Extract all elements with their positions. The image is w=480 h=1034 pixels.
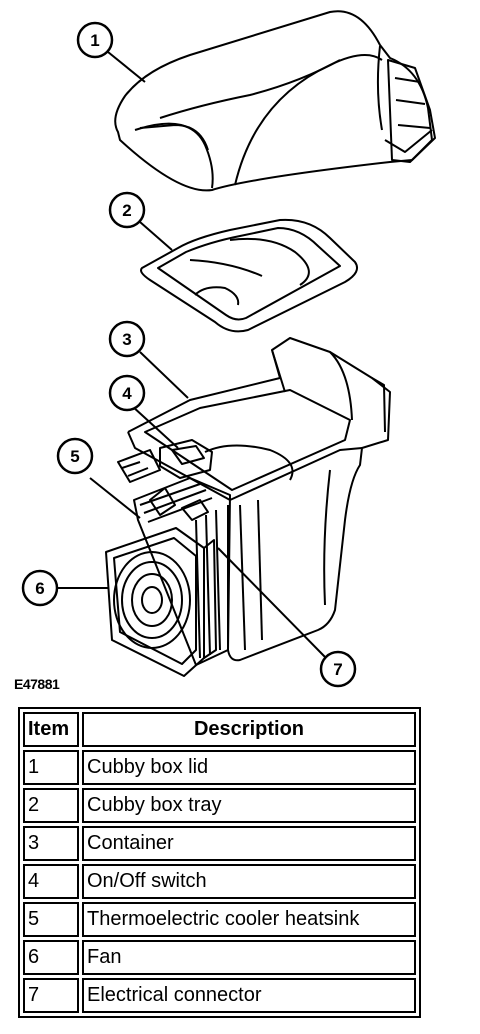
callout-4: 4 (108, 374, 146, 412)
exploded-diagram: 1 2 3 4 5 6 7 (21, 10, 436, 688)
item-description: Electrical connector (82, 978, 416, 1013)
leader-line-7 (217, 547, 327, 659)
item-number: 5 (23, 902, 79, 937)
callout-3-label: 3 (122, 330, 131, 349)
callout-7-label: 7 (333, 660, 342, 679)
table-header-row: Item Description (23, 712, 416, 747)
item-description: Cubby box lid (82, 750, 416, 785)
leader-line-1 (107, 51, 146, 83)
cubby-box-tray-drawing (140, 218, 358, 333)
figure-id: E47881 (14, 676, 60, 692)
callout-3: 3 (108, 320, 146, 358)
callout-5-label: 5 (70, 447, 79, 466)
fan-drawing (105, 527, 217, 677)
item-number: 7 (23, 978, 79, 1013)
leader-line-4 (131, 405, 179, 449)
leader-line-2 (139, 221, 173, 251)
header-description: Description (82, 712, 416, 747)
container-drawing (127, 337, 391, 662)
item-number: 6 (23, 940, 79, 975)
on-off-switch-drawing (117, 439, 213, 483)
table-row: 3 Container (23, 826, 416, 861)
item-description: On/Off switch (82, 864, 416, 899)
callout-1: 1 (76, 21, 114, 59)
item-description: Cubby box tray (82, 788, 416, 823)
leader-line-5 (89, 477, 141, 519)
callout-6: 6 (21, 569, 59, 607)
callout-7: 7 (319, 650, 357, 688)
callout-4-label: 4 (122, 384, 132, 403)
table-row: 1 Cubby box lid (23, 750, 416, 785)
leader-line-3 (139, 351, 189, 399)
table-row: 7 Electrical connector (23, 978, 416, 1013)
callout-6-label: 6 (35, 579, 44, 598)
item-description: Fan (82, 940, 416, 975)
item-description: Thermoelectric cooler heatsink (82, 902, 416, 937)
item-number: 2 (23, 788, 79, 823)
callout-2: 2 (108, 191, 146, 229)
item-number: 4 (23, 864, 79, 899)
table-row: 4 On/Off switch (23, 864, 416, 899)
parts-table: Item Description 1 Cubby box lid 2 Cubby… (18, 707, 421, 1018)
callout-2-label: 2 (122, 201, 131, 220)
callout-1-label: 1 (90, 31, 99, 50)
item-number: 1 (23, 750, 79, 785)
item-description: Container (82, 826, 416, 861)
table-row: 2 Cubby box tray (23, 788, 416, 823)
cubby-box-lid-drawing (114, 10, 436, 192)
item-number: 3 (23, 826, 79, 861)
table-row: 5 Thermoelectric cooler heatsink (23, 902, 416, 937)
table-row: 6 Fan (23, 940, 416, 975)
callout-5: 5 (56, 437, 94, 475)
header-item: Item (23, 712, 79, 747)
